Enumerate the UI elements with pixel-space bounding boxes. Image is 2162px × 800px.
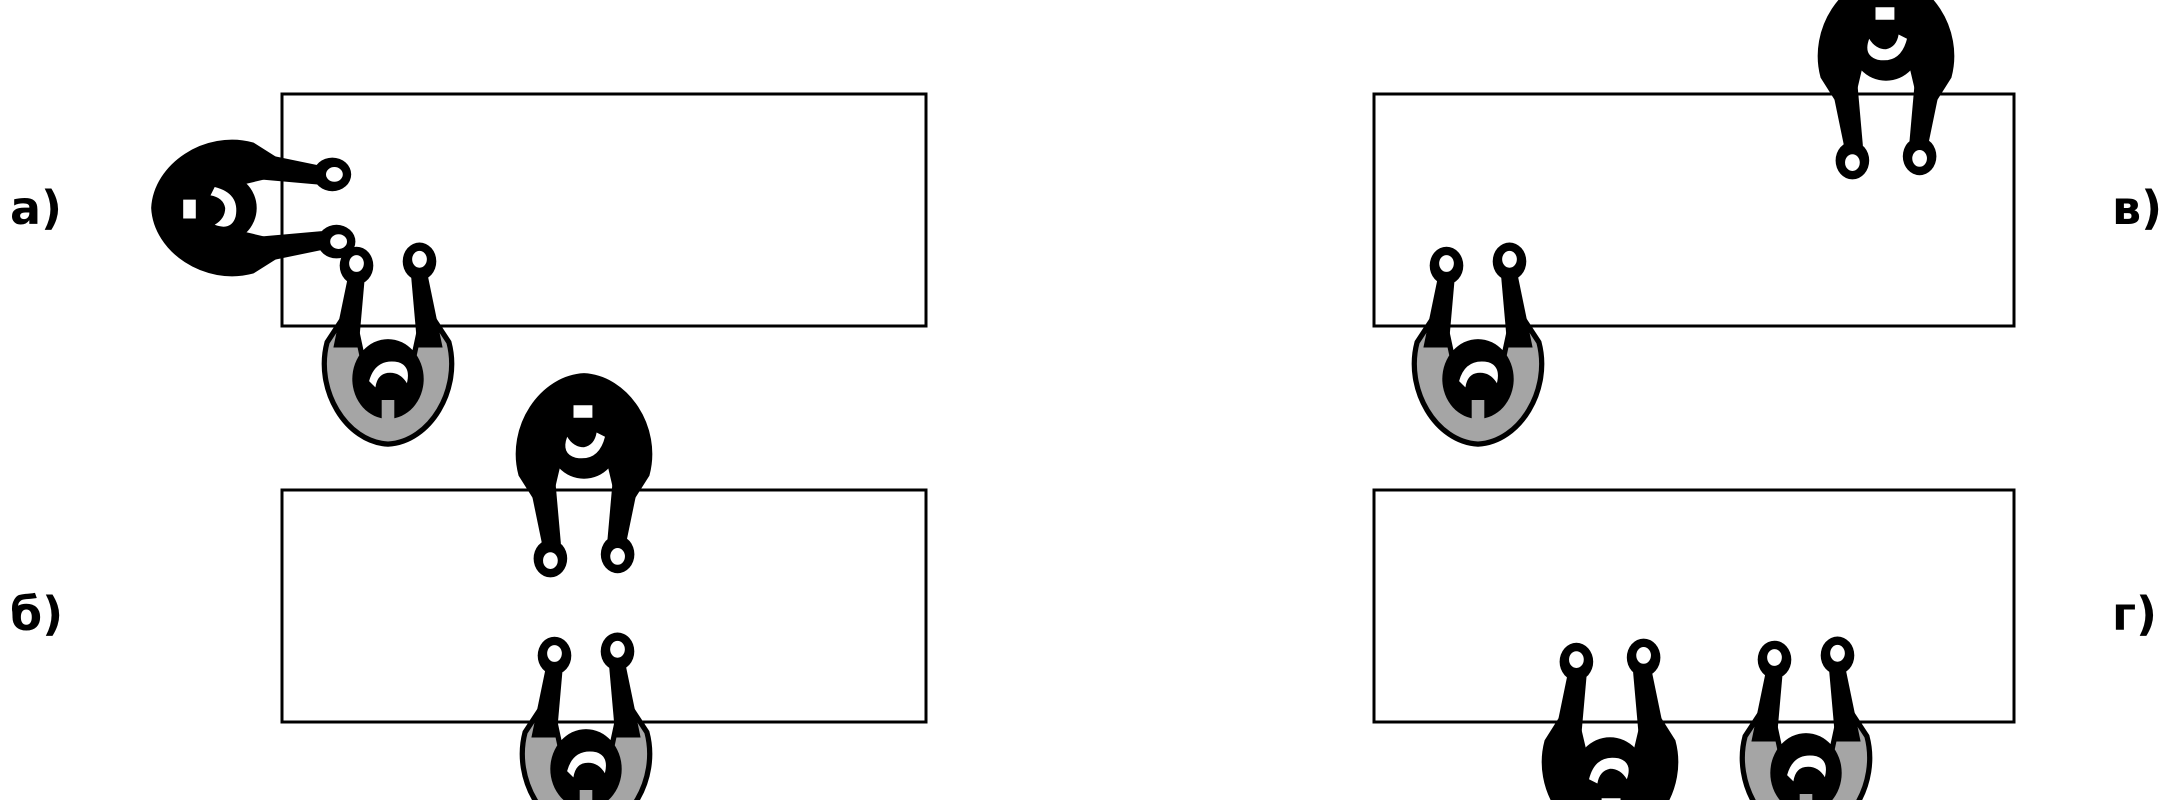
table-g [1374, 490, 2014, 722]
person-grey-a [324, 243, 451, 445]
person-dark-top-b [518, 376, 649, 578]
panel-v: в) [1374, 0, 2162, 444]
panel-b: б) [10, 376, 926, 800]
person-dark-top-v [1820, 0, 1951, 179]
person-dark-bottom-g [1544, 639, 1675, 800]
table-a [282, 94, 926, 326]
person-grey-g [1742, 637, 1869, 800]
panel-label-b: б) [10, 587, 63, 641]
person-grey-v [1414, 243, 1541, 445]
person-grey-b [522, 633, 649, 800]
panel-a: а) [10, 94, 926, 444]
panel-label-a: а) [10, 181, 62, 235]
person-dark-left-a [154, 142, 356, 273]
panel-g: г) [1374, 490, 2157, 800]
panel-label-v: в) [2112, 181, 2162, 235]
panel-label-g: г) [2112, 587, 2157, 641]
table-b [282, 490, 926, 722]
